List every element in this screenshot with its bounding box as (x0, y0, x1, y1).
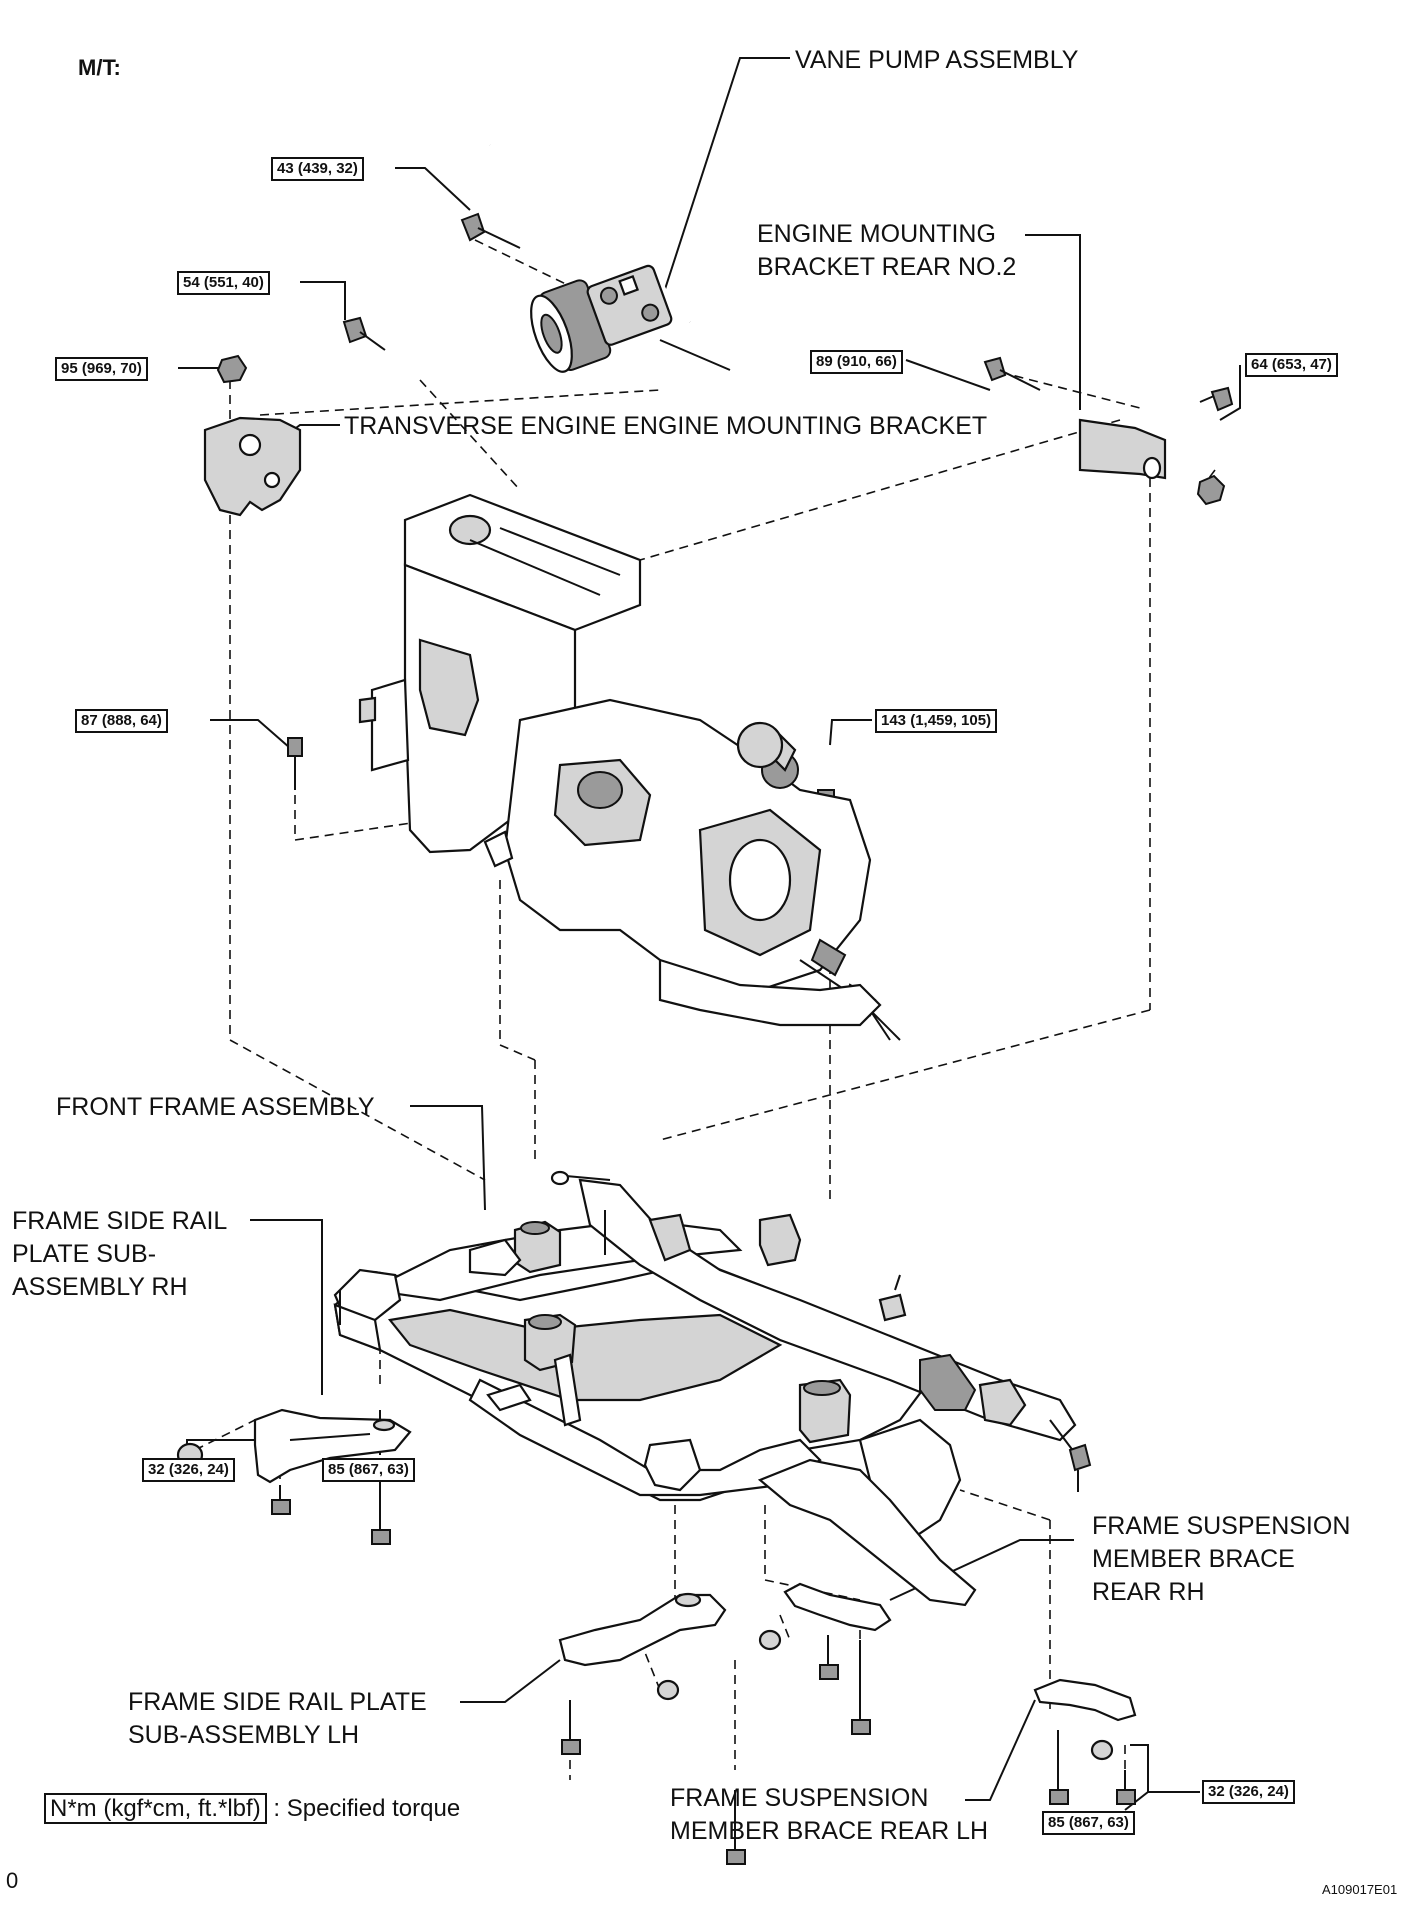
bracket-illustration (253, 1408, 412, 1484)
nut-icon (216, 354, 248, 384)
bolt-icon (342, 316, 386, 351)
torque-43: 43 (439, 32) (271, 157, 364, 181)
legend-text: : Specified torque (273, 1795, 461, 1822)
label-brace-rear-lh: FRAME SUSPENSION MEMBER BRACE REAR LH (670, 1784, 989, 1845)
label-vane-pump: VANE PUMP ASSEMBLY (795, 46, 1079, 74)
bolt-icon (1199, 386, 1234, 412)
torque-legend: N*m (kgf*cm, ft.*lbf) : Specified torque (44, 1793, 461, 1824)
torque-32-left: 32 (326, 24) (142, 1458, 235, 1482)
bracket-illustration (1033, 1678, 1137, 1722)
frame-illustration (333, 1218, 977, 1607)
nut-icon (1090, 1739, 1114, 1761)
left-mark: 0 (6, 1868, 19, 1893)
label-side-rail-rh: FRAME SIDE RAIL PLATE SUB- ASSEMBLY RH (12, 1207, 228, 1301)
torque-54: 54 (551, 40) (177, 271, 270, 295)
engine-illustration (358, 493, 901, 1041)
bolt-icon (561, 1700, 581, 1755)
bolt-icon (1116, 1770, 1136, 1805)
bolt-icon (287, 737, 303, 790)
torque-95: 95 (969, 70) (55, 357, 148, 381)
label-brace-rear-rh: FRAME SUSPENSION MEMBER BRACE REAR RH (1092, 1512, 1351, 1606)
label-front-frame: FRONT FRAME ASSEMBLY (56, 1093, 375, 1121)
torque-143: 143 (1,459, 105) (875, 709, 998, 733)
torque-85-right: 85 (867, 63) (1042, 1811, 1135, 1835)
bolt-icon (1049, 1730, 1069, 1805)
label-side-rail-lh: FRAME SIDE RAIL PLATE SUB-ASSEMBLY LH (128, 1688, 427, 1749)
label-transverse-mount: TRANSVERSE ENGINE ENGINE MOUNTING BRACKE… (344, 412, 988, 440)
torque-87: 87 (888, 64) (75, 709, 168, 733)
bracket-illustration (203, 416, 302, 517)
bolt-icon (460, 212, 521, 249)
vane-pump-illustration (489, 142, 731, 373)
bolt-icon (983, 356, 1041, 391)
bolt-icon (819, 1635, 839, 1680)
bracket-illustration (1078, 418, 1167, 480)
legend-unit-box: N*m (kgf*cm, ft.*lbf) (44, 1793, 267, 1824)
bracket-illustration (783, 1582, 892, 1632)
torque-85-left: 85 (867, 63) (322, 1458, 415, 1482)
bolt-icon (726, 1790, 746, 1865)
bolt-icon (371, 1480, 391, 1545)
bolt-icon (851, 1640, 871, 1735)
page-title: M/T: (78, 55, 121, 80)
torque-32-right: 32 (326, 24) (1202, 1780, 1295, 1804)
figure-code: A109017E01 (1322, 1882, 1398, 1897)
bracket-illustration (558, 1592, 727, 1667)
nut-icon (758, 1629, 782, 1651)
steering-rack-illustration (550, 1170, 1092, 1492)
torque-89: 89 (910, 66) (810, 350, 903, 374)
nut-icon (656, 1679, 680, 1701)
label-engine-mount-rear-no2: ENGINE MOUNTING BRACKET REAR NO.2 (757, 220, 1017, 281)
torque-64: 64 (653, 47) (1245, 353, 1338, 377)
bolt-icon (271, 1485, 291, 1515)
nut-icon (1196, 474, 1226, 506)
